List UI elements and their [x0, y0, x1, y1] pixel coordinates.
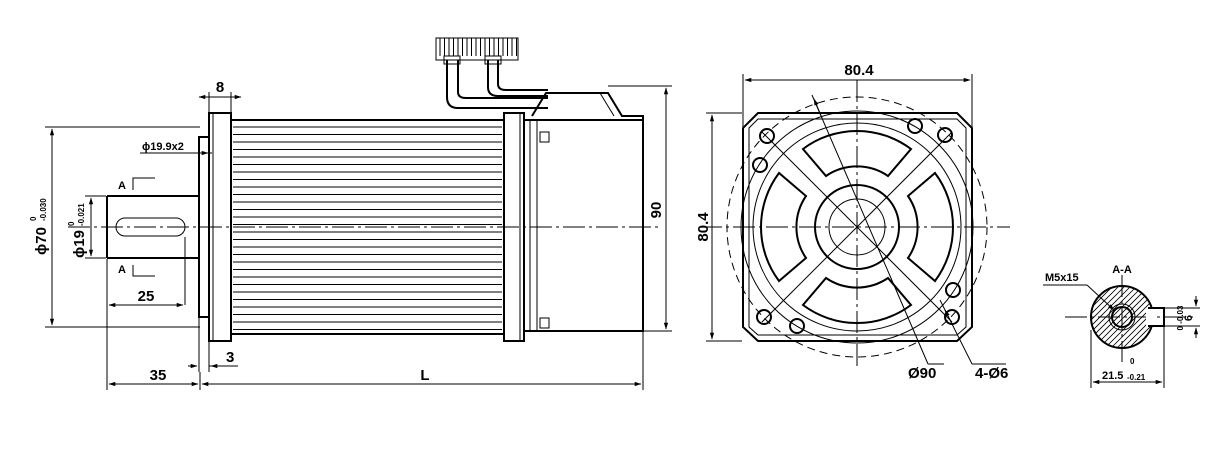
- motor-body: [230, 119, 505, 335]
- hub-outer: [814, 184, 900, 270]
- label-front-width: 80.4: [844, 62, 874, 79]
- section-marker-top: A: [118, 177, 155, 192]
- dim-key-depth: 21.5 0 -0.21: [1090, 327, 1165, 388]
- dim-shaft-length: 35: [106, 259, 201, 390]
- dim-key-width: 6 0 -0.03: [1165, 296, 1200, 338]
- hatch-line: [1091, 286, 1147, 348]
- svg-text:0: 0: [67, 221, 76, 226]
- section-marker-bottom: A: [118, 264, 155, 277]
- svg-text:A: A: [118, 180, 126, 192]
- label-height: 90: [648, 202, 665, 219]
- label-section-title: A-A: [1112, 264, 1132, 276]
- svg-text:0: 0: [29, 216, 38, 221]
- flange-windows: [760, 130, 954, 324]
- svg-text:0 -0.03: 0 -0.03: [1176, 305, 1185, 330]
- hatch-line: [1091, 286, 1129, 348]
- label-flange-step: 3: [226, 349, 234, 366]
- hatch-line: [1091, 286, 1123, 348]
- leader-thread: M5x15: [1043, 272, 1115, 311]
- dim-front-height: 80.4: [695, 112, 742, 342]
- label-shaft-length: 35: [150, 367, 167, 384]
- label-pilot-diameter: ϕ70: [33, 227, 50, 255]
- label-shaft-diameter: ϕ19: [71, 230, 88, 258]
- hatch-line: [1091, 286, 1141, 348]
- dim-flange-thickness: 8: [198, 79, 242, 112]
- square-flange: [742, 112, 973, 342]
- dim-shaft-diameter: ϕ19 0 -0.021: [67, 195, 106, 259]
- label-key-width: 6: [1183, 315, 1195, 321]
- label-bolt-circle: Ø90: [908, 365, 936, 382]
- hatch-line: [1091, 286, 1135, 348]
- rear-flange: [503, 112, 525, 342]
- label-thread: M5x15: [1045, 272, 1079, 284]
- section-view: A-A M5x15 6 0 -0.03: [1043, 264, 1200, 388]
- svg-text:A: A: [118, 264, 126, 276]
- dim-pilot-diameter: ϕ70 0 -0.030: [29, 126, 200, 328]
- svg-text:-0.030: -0.030: [39, 198, 48, 221]
- bolt-circle: [726, 96, 988, 358]
- label-mounting-holes: 4-Ø6: [975, 365, 1008, 382]
- cable-harness: [435, 37, 548, 109]
- dim-motor-length: L: [201, 332, 644, 390]
- label-key-depth: 21.5: [1102, 370, 1123, 382]
- hatch-line: [1101, 286, 1153, 348]
- svg-text:-0.21: -0.21: [1127, 373, 1146, 382]
- dim-flange-step: 3: [188, 318, 238, 372]
- svg-text:0: 0: [1130, 357, 1135, 366]
- side-view: 8 ϕ19.9x2 A A ϕ70 0 -0.030: [29, 37, 672, 390]
- hatch-line: [1113, 286, 1153, 348]
- front-view: 80.4 80.4 Ø90 4-Ø6: [695, 62, 1010, 382]
- dim-front-width: 80.4: [742, 62, 973, 127]
- label-key-dim: ϕ19.9x2: [142, 141, 184, 153]
- mounting-holes: [752, 118, 961, 334]
- dim-height: 90: [608, 85, 672, 332]
- dim-key-length: 25: [106, 237, 186, 308]
- section-thread-hole: [1111, 306, 1133, 328]
- label-flange-thickness: 8: [216, 79, 224, 96]
- hatch-line: [1119, 286, 1153, 348]
- label-motor-length: L: [420, 367, 429, 384]
- section-key: [1148, 307, 1165, 327]
- dim-key: ϕ19.9x2: [140, 141, 212, 156]
- shaft-key: [115, 217, 186, 237]
- encoder-housing: [524, 92, 644, 332]
- label-key-length: 25: [138, 288, 155, 305]
- leader-mounting-holes: 4-Ø6: [939, 299, 1008, 382]
- label-front-height: 80.4: [695, 212, 712, 242]
- leader-bolt-circle: Ø90: [811, 94, 944, 382]
- hatch-line: [1095, 286, 1153, 348]
- svg-text:-0.021: -0.021: [77, 203, 86, 226]
